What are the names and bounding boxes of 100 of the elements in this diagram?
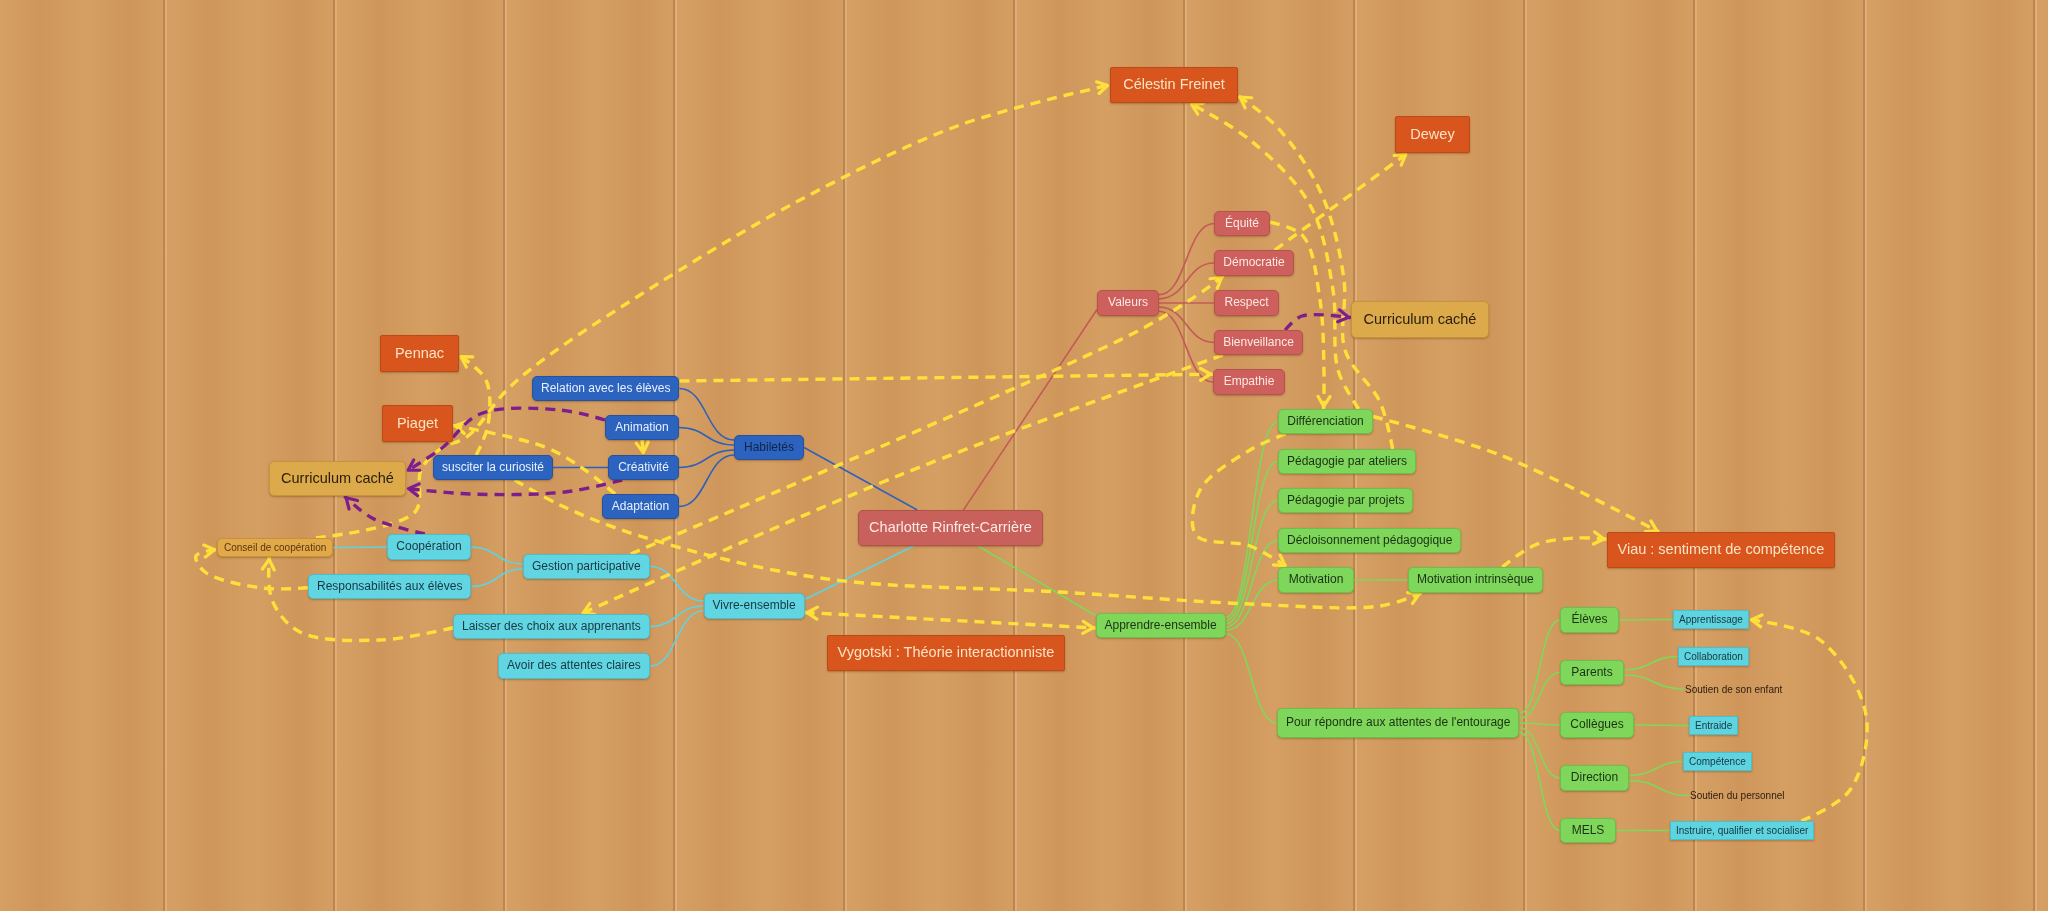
topic-box: Différenciation <box>1278 409 1373 434</box>
connector-line <box>1224 499 1279 625</box>
topic-box: Décloisonnement pédagogique <box>1278 528 1462 553</box>
dashed-arrow <box>679 366 1214 383</box>
connector-line <box>648 565 705 602</box>
dashed-arrow <box>1188 101 1361 410</box>
leaf-text: Soutien du personnel <box>1689 789 1786 802</box>
topic-box: Motivation intrinsèque <box>1408 567 1543 593</box>
dashed-arrow <box>1372 414 1660 534</box>
central-topic-box: Charlotte Rinfret-Carrière <box>858 510 1043 546</box>
connector-line <box>1628 760 1684 777</box>
connector-line <box>1623 674 1685 690</box>
dashed-arrow <box>260 556 454 643</box>
connector-line <box>678 454 735 508</box>
topic-box: Responsabilités aux élèves <box>308 574 472 599</box>
reference-box: Célestin Freinet <box>1110 67 1238 103</box>
dashed-arrow <box>1748 613 1869 823</box>
reference-box: Dewey <box>1395 116 1470 153</box>
dashed-arrow <box>580 353 1224 616</box>
dashed-arrow <box>804 605 1096 635</box>
connector-line <box>1158 306 1215 344</box>
topic-box: MELS <box>1560 818 1616 843</box>
connector-line <box>1158 222 1215 296</box>
connector-line <box>1158 262 1215 300</box>
topic-box: Apprendre-ensemble <box>1095 613 1226 638</box>
topic-box: Démocratie <box>1214 250 1294 276</box>
dashed-arrow <box>1273 151 1409 252</box>
dashed-arrow <box>194 543 309 591</box>
dashed-arrow <box>1269 220 1332 410</box>
topic-box: Pédagogie par ateliers <box>1278 449 1417 474</box>
leaf-box: Apprentissage <box>1673 610 1749 629</box>
connector-line <box>1224 632 1278 724</box>
dashed-arrow <box>315 80 1111 540</box>
topic-box: Direction <box>1560 765 1629 791</box>
connector-line <box>678 426 735 446</box>
connector-line <box>1353 579 1409 581</box>
leaf-box: Compétence <box>1683 752 1752 771</box>
dashed-arrow <box>630 274 1225 556</box>
topic-box: Collègues <box>1560 712 1634 738</box>
topic-box: susciter la curiosité <box>433 455 554 480</box>
dashed-arrow <box>405 478 623 498</box>
connector-line <box>470 546 524 565</box>
connector-line <box>1518 731 1561 832</box>
reference-box: Vygotski : Théorie interactionniste <box>826 635 1066 671</box>
topic-box: Avoir des attentes claires <box>498 653 650 679</box>
topic-box: Élèves <box>1560 607 1619 633</box>
connector-line <box>803 545 915 601</box>
leaf-box: Entraide <box>1689 716 1739 735</box>
topic-box: Empathie <box>1213 369 1285 395</box>
dashed-arrow <box>1283 308 1352 332</box>
topic-box: Respect <box>1214 290 1279 316</box>
topic-box: Adaptation <box>602 494 679 519</box>
connector-line <box>332 546 388 549</box>
connector-line <box>1158 310 1214 383</box>
connector-line <box>1158 302 1215 304</box>
dashed-arrow <box>1237 94 1395 450</box>
connector-line <box>552 466 609 469</box>
topic-box: Bienveillance <box>1214 330 1303 355</box>
dashed-arrow <box>634 439 650 456</box>
connector-line <box>649 605 705 628</box>
topic-box: Parents <box>1560 660 1624 685</box>
topic-box: Motivation <box>1278 567 1354 593</box>
connector-line <box>1623 655 1679 671</box>
leaf-text: Soutien de son enfant <box>1684 682 1784 696</box>
dashed-arrow <box>405 406 606 473</box>
topic-box: Équité <box>1214 211 1270 236</box>
connector-line <box>470 568 524 588</box>
connector-line <box>962 308 1098 511</box>
connector-line <box>678 449 735 469</box>
connector-line <box>1518 619 1561 715</box>
highlight-box: Curriculum caché <box>1351 301 1489 338</box>
connector-line <box>1615 829 1671 832</box>
dashed-arrow <box>1190 432 1289 569</box>
topic-box: Coopération <box>387 534 471 560</box>
dashed-arrow <box>458 353 492 456</box>
dashed-arrow <box>513 478 1423 610</box>
connector-line <box>977 545 1097 617</box>
connector-line <box>1224 420 1279 619</box>
leaf-box: Instruire, qualifier et socialiser <box>1670 821 1815 840</box>
connector-line <box>1618 618 1674 621</box>
connector-line <box>1518 671 1561 719</box>
connector-line <box>649 610 705 667</box>
topic-box: Créativité <box>608 455 679 480</box>
topic-box: Valeurs <box>1097 290 1159 316</box>
topic-box: Animation <box>605 415 679 440</box>
connector-line <box>678 387 735 441</box>
topic-box: Pour répondre aux attentes de l'entourage <box>1277 708 1520 738</box>
reference-box: Piaget <box>382 405 453 442</box>
highlight-box: Curriculum caché <box>269 461 406 496</box>
highlight-box: Conseil de coopération <box>217 538 334 557</box>
reference-box: Viau : sentiment de compétence <box>1606 532 1836 568</box>
connector-line <box>803 446 918 511</box>
dashed-arrow <box>1501 530 1607 569</box>
dashed-arrow <box>452 420 617 496</box>
connector-line <box>1518 727 1561 779</box>
connector-line <box>1224 539 1279 628</box>
topic-box: Pédagogie par projets <box>1278 488 1414 513</box>
connector-line <box>1633 724 1690 727</box>
topic-box: Relation avec les élèves <box>532 376 680 401</box>
topic-box: Habiletés <box>734 435 804 460</box>
